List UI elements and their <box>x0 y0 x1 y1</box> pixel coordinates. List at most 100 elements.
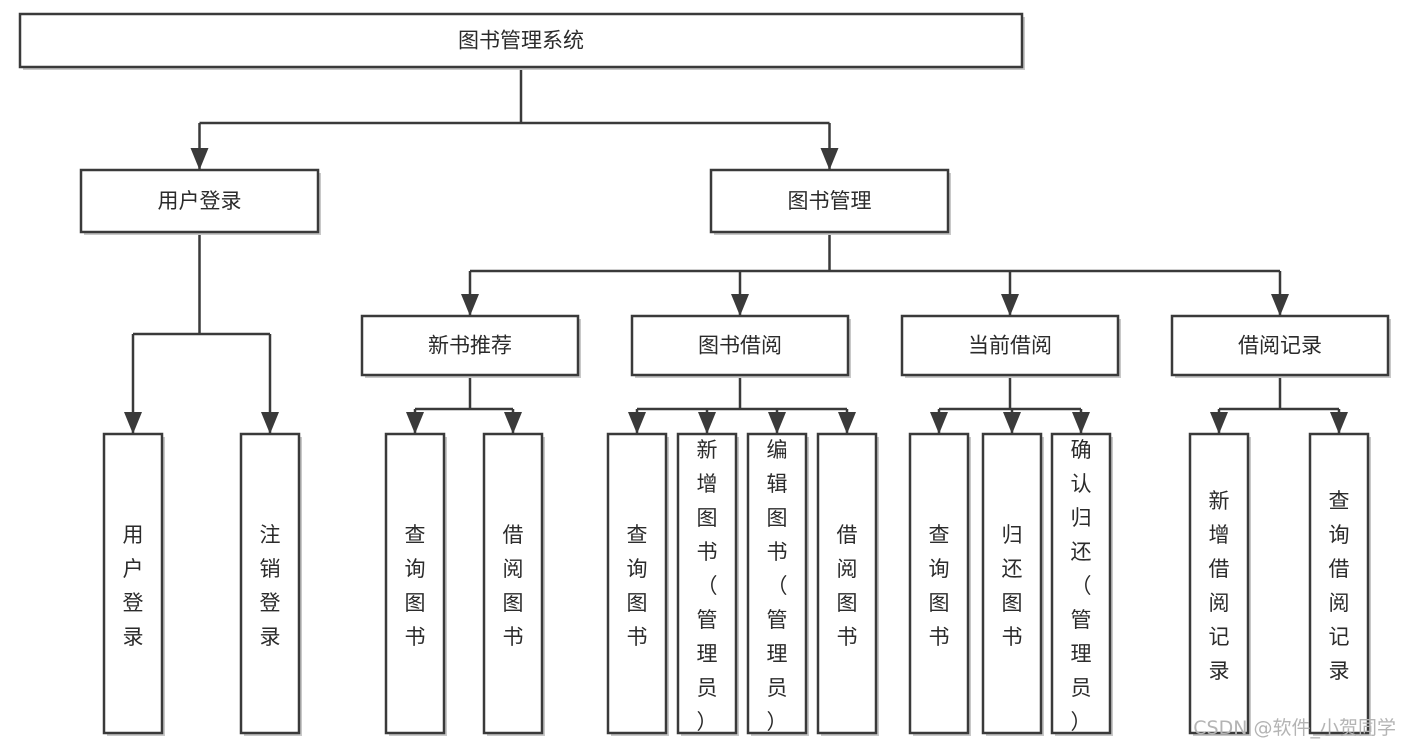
node-label-char: 图 <box>767 506 788 530</box>
node-label-char: 登 <box>123 591 144 615</box>
arrow-head-icon <box>461 294 479 316</box>
node-label-char: 登 <box>260 591 281 615</box>
node-label-char: 注 <box>260 523 281 547</box>
node-label-char: 借 <box>1329 557 1350 581</box>
node-label: 图书管理系统 <box>458 29 584 53</box>
arrow-head-icon <box>1001 294 1019 316</box>
node-label-char: 书 <box>929 625 950 649</box>
node-label-char: 认 <box>1071 472 1092 496</box>
arrow-head-icon <box>731 294 749 316</box>
node-level2-1[interactable]: 图书管理 <box>709 168 951 235</box>
node-level2-0[interactable]: 用户登录 <box>79 168 321 235</box>
node-label-char: 理 <box>767 642 788 666</box>
node-label-char: 书 <box>767 540 788 564</box>
node-label-char: 记 <box>1329 625 1350 649</box>
node-label: 图书管理 <box>788 189 872 213</box>
node-label: 当前借阅 <box>968 334 1052 358</box>
node-label-char: 查 <box>405 523 426 547</box>
node-level3-3[interactable]: 借阅记录 <box>1170 314 1391 378</box>
node-level3-2[interactable]: 当前借阅 <box>900 314 1121 378</box>
arrow-head-icon <box>930 412 948 434</box>
node-label-char: 询 <box>627 557 648 581</box>
node-label-char: 管 <box>767 608 788 632</box>
node-label-char: 查 <box>627 523 648 547</box>
node-leaf-0[interactable]: 用户登录 <box>102 432 165 736</box>
node-label-char: 图 <box>503 591 524 615</box>
node-label-char: 员 <box>697 676 718 700</box>
node-label-char: 图 <box>627 591 648 615</box>
node-label-char: 新 <box>1209 489 1230 513</box>
node-label-char: 销 <box>260 557 281 581</box>
arrow-head-icon <box>190 148 209 170</box>
node-label-char: 理 <box>697 642 718 666</box>
node-label-char: 录 <box>123 625 144 649</box>
node-label-char: 归 <box>1071 506 1092 530</box>
node-label-char: 图 <box>837 591 858 615</box>
arrow-head-icon <box>504 412 522 434</box>
arrow-head-icon <box>124 412 142 434</box>
arrow-head-icon <box>1271 294 1289 316</box>
node-label-char: ） <box>767 710 788 734</box>
node-label-char: 图 <box>1002 591 1023 615</box>
node-label-char: 理 <box>1071 642 1092 666</box>
node-label-char: 询 <box>1329 523 1350 547</box>
arrow-head-icon <box>768 412 786 434</box>
node-level3-1[interactable]: 图书借阅 <box>630 314 851 378</box>
node-label-char: 新 <box>697 438 718 462</box>
node-label: 图书借阅 <box>698 334 782 358</box>
node-label-char: 户 <box>123 557 144 581</box>
node-label-char: 员 <box>767 676 788 700</box>
arrow-head-icon <box>261 412 279 434</box>
node-label-char: 书 <box>405 625 426 649</box>
node-label-char: 还 <box>1071 540 1092 564</box>
node-label-char: （ <box>1071 574 1092 598</box>
node-label-char: 还 <box>1002 557 1023 581</box>
arrow-head-icon <box>1330 412 1348 434</box>
node-label-char: 阅 <box>503 557 524 581</box>
node-label-char: 图 <box>929 591 950 615</box>
arrow-head-icon <box>698 412 716 434</box>
node-label-char: 归 <box>1002 523 1023 547</box>
node-label-char: 书 <box>627 625 648 649</box>
node-label-char: 查 <box>929 523 950 547</box>
node-label-char: 借 <box>1209 557 1230 581</box>
node-label-char: 图 <box>405 591 426 615</box>
node-label-char: 书 <box>503 625 524 649</box>
node-label-char: 管 <box>1071 608 1092 632</box>
node-label-char: ） <box>697 710 718 734</box>
node-label-char: 记 <box>1209 625 1230 649</box>
node-label-char: 图 <box>697 506 718 530</box>
node-label-char: 员 <box>1071 676 1092 700</box>
node-root-图书管理系统[interactable]: 图书管理系统 <box>18 12 1025 70</box>
nodes-layer: 图书管理系统用户登录图书管理新书推荐图书借阅当前借阅借阅记录用户登录注销登录查询… <box>18 12 1391 736</box>
node-label-char: 管 <box>697 608 718 632</box>
arrow-head-icon <box>1072 412 1090 434</box>
node-label-char: （ <box>697 574 718 598</box>
node-label-char: 阅 <box>837 557 858 581</box>
node-label-char: 用 <box>123 523 144 547</box>
node-label-char: 阅 <box>1209 591 1230 615</box>
arrow-head-icon <box>628 412 646 434</box>
node-label-char: 增 <box>1209 523 1230 547</box>
node-level3-0[interactable]: 新书推荐 <box>360 314 581 378</box>
node-label-char: （ <box>767 574 788 598</box>
node-label-char: 辑 <box>767 472 788 496</box>
arrow-head-icon <box>406 412 424 434</box>
node-label-char: 查 <box>1329 489 1350 513</box>
node-label-char: 增 <box>697 472 718 496</box>
connectors-layer <box>124 67 1348 434</box>
